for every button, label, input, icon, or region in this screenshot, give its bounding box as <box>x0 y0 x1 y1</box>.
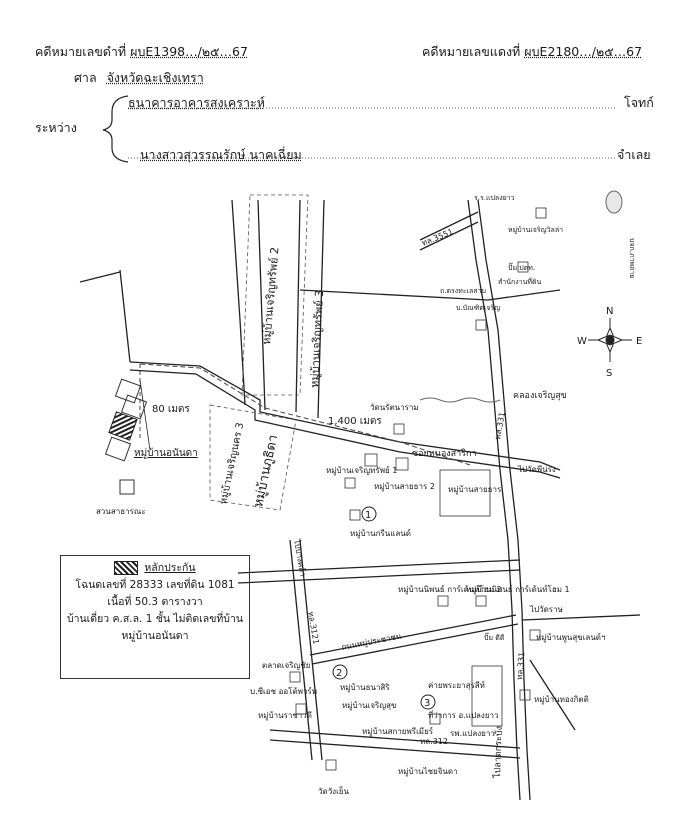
compass-s: S <box>606 368 612 379</box>
marker-3: 3 <box>420 694 436 710</box>
label-khlong: คลองเจริญสุข <box>513 390 567 401</box>
legend-line-4: หมู่บ้านอนันดา <box>121 630 189 642</box>
distance-1400: 1,400 เมตร <box>328 416 382 427</box>
marker-2: 2 <box>332 664 348 680</box>
label-road-sukha: ถนนหมู่ประชาชน <box>341 631 403 653</box>
collateral-plot <box>104 378 148 495</box>
plaintiff-role: โจทก์ <box>624 95 654 110</box>
label-gas-pump: ปั๊ม ปตท. <box>508 262 535 272</box>
distance-80: 80 เมตร <box>152 404 190 415</box>
label-soi-nong-sathit: ซอยหนองสาริกา <box>412 448 477 459</box>
label-thanasiri: หมู่บ้านธนาสิริ <box>340 683 390 693</box>
legend-line-3: บ้านเดี่ยว ค.ส.ล. 1 ชั้น ไม่ติดเลขที่บ้า… <box>66 613 244 625</box>
between-brace <box>102 95 129 163</box>
label-to-bang-khla: ไปบางคล้า <box>292 538 308 577</box>
label-saithan: หมู่บ้านสายธาร <box>448 485 502 495</box>
label-u-turn: ถ.ตรงทะเลสาบ <box>440 287 486 295</box>
label-camp: ค่ายพระยาสุรสีห์ <box>428 680 485 690</box>
label-land-office: สำนักงานที่ดิน <box>498 277 542 286</box>
label-wat-rattanaram: วัดนรัตนาราม <box>370 403 419 412</box>
between-label: ระหว่าง <box>35 120 77 135</box>
marker-1: 1 <box>361 506 377 522</box>
black-case-value: ผบE1398…/๒๕…67 <box>130 44 248 59</box>
compass-n: N <box>606 306 613 317</box>
label-market: ตลาดเจริญชัย <box>262 661 310 670</box>
plaintiff-row: ธนาคารอาคารสงเคราะห์ <box>128 93 610 113</box>
label-thong: หมู่บ้านทองกิตติ <box>534 695 589 705</box>
court-label: ศาล <box>74 70 97 85</box>
compass-w: W <box>577 336 587 347</box>
label-road-312: ทล.312 <box>420 737 448 746</box>
defendant-name: นางสาวสุวรรณรักษ์ นาคเฉี่ยม <box>140 147 302 162</box>
buildings <box>289 207 547 771</box>
road-3551 <box>419 211 479 241</box>
label-charoen-sap-3: หมู่บ้านเจริญทรัพย์ 3 <box>308 290 326 389</box>
label-niphon-2: หมู่บ้านนิพนธ์ การ์เด้นท์โฮม 2 <box>398 584 502 595</box>
court-row: ศาล จังหวัดฉะเชิงเทรา <box>74 68 204 88</box>
svg-text:1: 1 <box>365 510 371 521</box>
label-district-office: ที่ว่าการ อ.แปลงยาว <box>428 709 499 720</box>
label-chai: หมู่บ้านไชยจินดา <box>398 767 458 777</box>
court-value: จังหวัดฉะเชิงเทรา <box>106 70 204 85</box>
label-to-lat-krabang: ไปลาดกระบัง <box>492 726 505 779</box>
label-green-land: หมู่บ้านกรีนแลนด์ <box>350 528 411 539</box>
roads <box>79 199 641 801</box>
label-road-331b: ทล.331 <box>515 651 526 680</box>
label-charoen-sap-1: หมู่บ้านเจริญทรัพย์ 1 <box>326 465 397 476</box>
road-331 <box>467 199 521 801</box>
route-dashed <box>139 363 471 466</box>
defendant-role: จำเลย <box>617 147 651 162</box>
header-rules <box>128 107 615 159</box>
label-charoen-nakhon-3: หมู่บ้านเจริญนคร 3 <box>217 421 246 505</box>
label-charoen-villa: หมู่บ้านเจริญวิลล่า <box>508 226 563 234</box>
label-sai-phin: หมู่บ้านสกายพรีเมียร์ <box>362 726 434 737</box>
compass-e: E <box>636 336 642 347</box>
label-charoen-sap-2: หมู่บ้านเจริญทรัพย์ 2 <box>260 246 281 345</box>
label-charoen-suk: หมู่บ้านเจริญสุข <box>342 701 396 711</box>
compass-icon <box>588 318 632 362</box>
label-wat-wang: วัดวังเย็น <box>318 786 350 796</box>
red-case-label: คดีหมายเลขแดงที่ <box>422 44 521 59</box>
label-phuthida: หมู่บ้านภูธิดา <box>251 433 281 508</box>
collateral-legend: หลักประกัน โฉนดเลขที่ 28333 เลขที่ดิน 10… <box>60 555 250 679</box>
seal-text: บจก.ภาพถ่าย <box>628 238 636 278</box>
label-ratchathani: หมู่บ้านราชาวดี <box>258 711 312 721</box>
red-case-value: ผบE2180…/๒๕…67 <box>524 44 643 59</box>
road-soi-nong-sathit <box>129 361 561 471</box>
legend-title: หลักประกัน <box>144 562 196 574</box>
black-case-row: คดีหมายเลขดำที่ ผบE1398…/๒๕…67 <box>35 42 248 62</box>
legend-line-2: เนื้อที่ 50.3 ตารางวา <box>107 596 203 608</box>
block-charoen-sap-2 <box>241 194 309 396</box>
red-case-row: คดีหมายเลขแดงที่ ผบE2180…/๒๕…67 <box>422 42 642 62</box>
label-to-wat-phinrong: ไปวัดพีน่รง <box>517 465 556 474</box>
seal-stamp: บจก.ภาพถ่าย <box>605 190 636 278</box>
black-case-label: คดีหมายเลขดำที่ <box>35 44 127 59</box>
block-phuthida <box>209 404 297 511</box>
defendant-row: นางสาวสุวรรณรักษ์ นาคเฉี่ยม <box>140 145 302 165</box>
label-bc-auto: บ.ซีเอช ออโต้พาร์ท <box>250 686 317 696</box>
plaintiff-name: ธนาคารอาคารสงเคราะห์ <box>128 95 265 110</box>
legend-line-1: โฉนดเลขที่ 28333 เลขที่ดิน 1081 <box>75 579 235 591</box>
label-niphon-1: หมู่บ้านนิพนธ์ การ์เด้นท์โฮม 1 <box>466 584 570 595</box>
label-public-park: สวนสาธารณะ <box>96 507 146 516</box>
label-gas-pump-2: ปั๊ม ดีดี <box>484 632 504 642</box>
label-saithan-2: หมู่บ้านสายธาร 2 <box>374 482 435 492</box>
label-pun-suk: หมู่บ้านพูนสุขเลนด์ฯ <box>536 632 605 643</box>
label-wat-rat-2: ร.ร.แปลงยาว <box>474 194 515 202</box>
hatch-swatch <box>114 561 139 575</box>
road-312 <box>269 729 521 749</box>
label-school: บ.บัณฑิตเจริญ <box>456 304 500 312</box>
svg-text:2: 2 <box>336 668 342 679</box>
label-nonthida: หมู่บ้านอนันดา <box>134 447 198 459</box>
label-hospital: รพ.แปลงยาว <box>450 729 495 738</box>
label-to-wat-rat: ไปวัดราษ <box>529 605 563 614</box>
khlong-line <box>419 397 501 403</box>
svg-text:3: 3 <box>424 698 430 709</box>
label-road-3551: ทล.3551 <box>420 227 454 248</box>
